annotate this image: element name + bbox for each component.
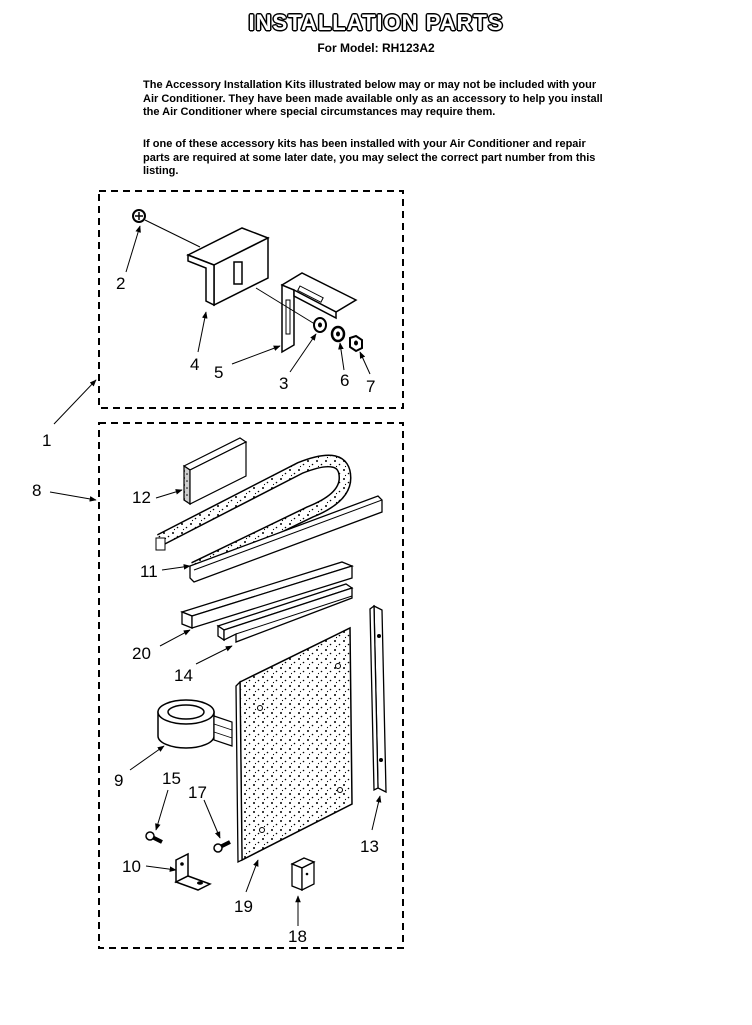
part-3-washer <box>313 317 327 333</box>
leader-10 <box>145 865 177 872</box>
callout-18: 18 <box>288 927 307 946</box>
part-18-clip-block <box>290 857 316 892</box>
callout-15: 15 <box>162 769 181 788</box>
part-19-foam-panel <box>235 626 353 864</box>
part-2-screw <box>132 209 201 248</box>
callout-5: 5 <box>214 363 224 382</box>
leader-14 <box>195 645 233 665</box>
leader-5 <box>231 345 281 365</box>
part-9-tape-roll <box>157 699 233 749</box>
leader-12 <box>155 489 183 499</box>
leader-15 <box>155 789 169 831</box>
callout-13: 13 <box>360 837 379 856</box>
callout-9: 9 <box>114 771 124 790</box>
leader-8 <box>49 491 97 502</box>
callout-19: 19 <box>234 897 253 916</box>
callout-4: 4 <box>190 355 200 374</box>
leader-3 <box>289 333 317 373</box>
callout-7: 7 <box>366 377 376 396</box>
part-12-foam-strip <box>182 437 248 506</box>
model-subtitle: For Model: RH123A2 <box>317 41 435 55</box>
intro-paragraph-repair-parts: If one of these accessory kits has been … <box>143 138 596 177</box>
kit-frame-upper <box>98 190 404 409</box>
callout-3: 3 <box>279 374 289 393</box>
callout-6: 6 <box>340 371 350 390</box>
leader-9 <box>129 745 165 771</box>
callout-10: 10 <box>122 857 141 876</box>
leader-1 <box>53 379 97 425</box>
leader-4 <box>197 311 208 353</box>
callout-11: 11 <box>140 562 158 581</box>
leader-13 <box>371 795 382 831</box>
part-20-channel <box>180 561 354 629</box>
part-17-screw <box>213 840 231 853</box>
part-10-angle-bracket <box>174 852 212 891</box>
callout-14: 14 <box>174 666 193 685</box>
callout-2: 2 <box>116 274 126 293</box>
leader-19 <box>245 859 259 893</box>
part-7-nut <box>349 334 363 353</box>
leader-6 <box>338 342 345 371</box>
leader-2 <box>125 225 141 273</box>
leader-20 <box>159 629 191 647</box>
part-5-l-bracket <box>255 272 358 354</box>
callout-20: 20 <box>132 644 151 663</box>
part-14-rail <box>216 583 354 643</box>
leader-7 <box>359 351 371 375</box>
part-11-foam-seal <box>155 454 352 574</box>
kit-frame-lower <box>98 422 404 949</box>
part-11-sill-strip <box>189 495 383 583</box>
part-4-cover-bracket <box>186 227 270 307</box>
callout-8: 8 <box>32 481 42 500</box>
leader-17 <box>203 799 221 839</box>
part-6-lock-washer <box>330 325 346 343</box>
leader-11 <box>161 564 191 571</box>
intro-paragraph-accessory-kits: The Accessory Installation Kits illustra… <box>143 79 603 118</box>
callout-12: 12 <box>132 488 151 507</box>
part-13-side-strip <box>369 604 387 794</box>
callout-17: 17 <box>188 783 207 802</box>
part-15-screw <box>145 831 163 844</box>
callout-1: 1 <box>42 431 52 450</box>
page-title: INSTALLATION PARTS <box>248 10 504 35</box>
